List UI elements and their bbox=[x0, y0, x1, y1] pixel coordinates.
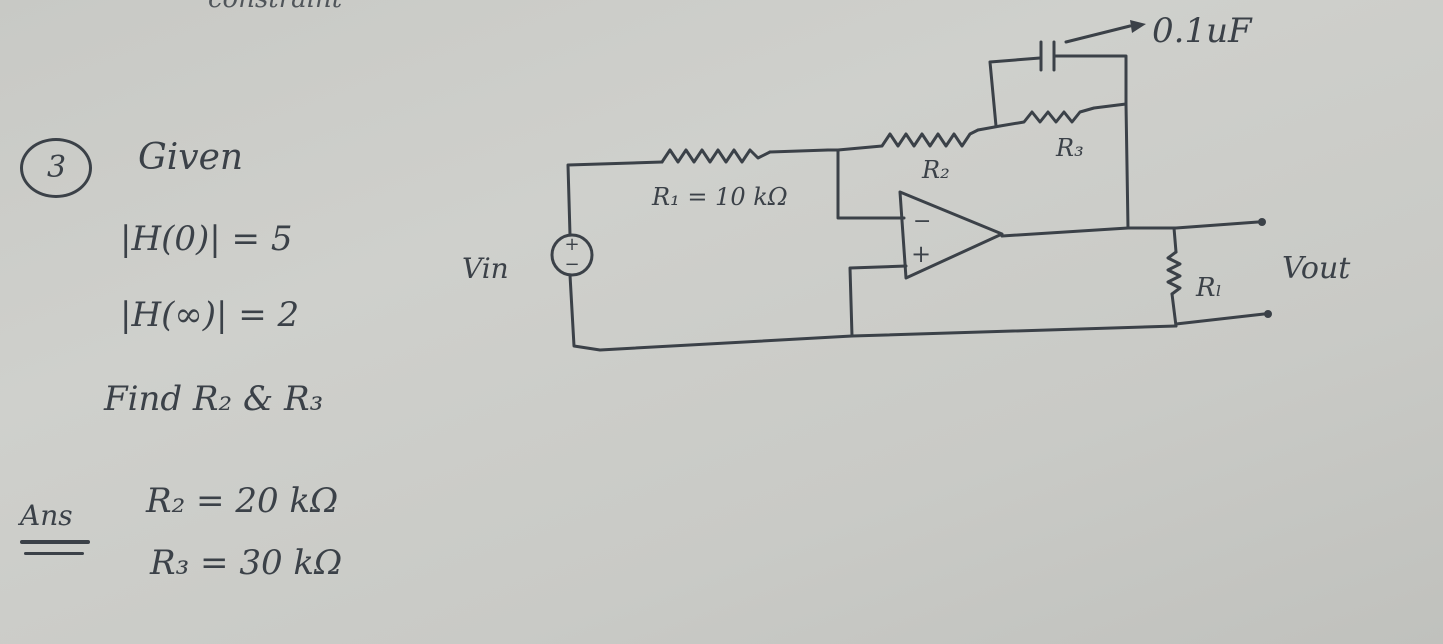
find-statement: Find R₂ & R₃ bbox=[104, 379, 324, 419]
wire-output-bottom bbox=[1174, 312, 1266, 326]
op-amp-noninverting-sign: + bbox=[911, 240, 931, 268]
wire-source-to-r1 bbox=[566, 160, 664, 237]
resistor-r2 bbox=[836, 128, 980, 152]
wire-to-inverting-input bbox=[826, 148, 906, 220]
vout-label: Vout bbox=[1282, 251, 1351, 286]
resistor-rl bbox=[1166, 250, 1182, 296]
rl-label: Rₗ bbox=[1195, 273, 1222, 303]
wire-cap-left bbox=[988, 56, 1042, 128]
equation-h0: |H(0)| = 5 bbox=[120, 219, 293, 259]
answer-underline bbox=[20, 540, 90, 544]
wire-rl-bottom bbox=[1170, 292, 1178, 328]
answer-r3: R₃ = 30 kΩ bbox=[150, 543, 343, 583]
vin-label: Vin bbox=[462, 252, 509, 285]
problem-number: 3 bbox=[47, 150, 67, 185]
wire-output bbox=[1000, 220, 1260, 238]
header-fragment: constraint bbox=[208, 0, 342, 12]
wire-noninverting-to-ground bbox=[848, 264, 908, 338]
voltage-source bbox=[550, 233, 594, 277]
r3-label: R₃ bbox=[1055, 134, 1084, 162]
op-amp-inverting-sign: − bbox=[913, 209, 931, 234]
problem-number-circle: 3 bbox=[20, 138, 92, 198]
vout-terminal-top bbox=[1258, 218, 1266, 226]
wire-cap-right bbox=[1053, 54, 1128, 106]
answer-label: Ans bbox=[20, 499, 73, 532]
op-amp bbox=[898, 190, 1004, 280]
answer-r2: R₂ = 20 kΩ bbox=[146, 481, 339, 521]
r1-label: R₁ = 10 kΩ bbox=[651, 183, 788, 211]
given-label: Given bbox=[138, 137, 244, 178]
source-minus-sign: − bbox=[564, 254, 579, 275]
vout-terminal-bottom bbox=[1264, 310, 1272, 318]
capacitor-pointer bbox=[1064, 24, 1132, 44]
wire-ground-rail bbox=[568, 273, 1178, 352]
capacitor-label: 0.1uF bbox=[1152, 11, 1253, 51]
resistor-r3 bbox=[998, 102, 1128, 128]
resistor-r1 bbox=[660, 148, 772, 164]
wire-r1-to-junction bbox=[768, 148, 830, 154]
wire-to-rl bbox=[1172, 226, 1178, 254]
capacitor-arrowhead bbox=[1130, 20, 1146, 33]
r2-label: R₂ bbox=[921, 156, 950, 184]
source-plus-sign: + bbox=[564, 234, 579, 255]
answer-underline-2 bbox=[24, 552, 84, 555]
wire-feedback-to-output bbox=[1124, 102, 1130, 230]
equation-hinf: |H(∞)| = 2 bbox=[120, 295, 300, 335]
